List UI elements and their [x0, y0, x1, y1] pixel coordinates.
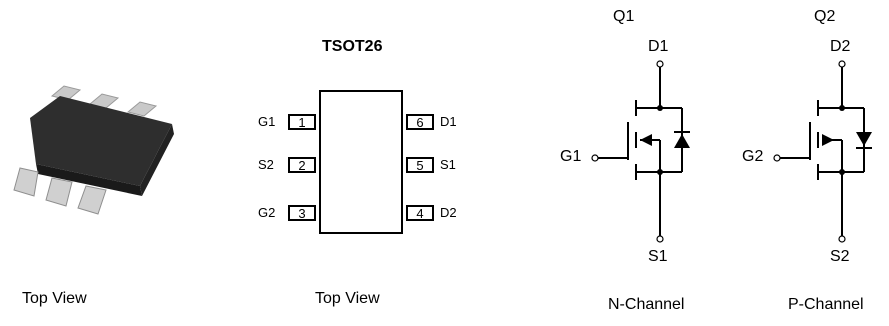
pinout-title: TSOT26: [322, 38, 383, 55]
q1-junction-bottom: [657, 169, 663, 175]
pin-box-2: 2: [288, 157, 316, 173]
pin-name-g2: G2: [258, 205, 276, 220]
q1-channel-caption: N-Channel: [608, 296, 685, 313]
q1-source-label: S1: [648, 248, 668, 265]
q2-drain-terminal: [838, 60, 846, 68]
q1-gate-terminal: [591, 154, 599, 162]
q2-drain-label: D2: [830, 38, 851, 55]
q2-gate-label: G2: [742, 148, 764, 165]
q1-label: Q1: [613, 8, 635, 25]
q2-pmos-symbol: [773, 60, 872, 243]
q1-source-terminal: [656, 235, 664, 243]
pin-name-s1: S1: [440, 157, 456, 172]
pin-box-4: 4: [406, 205, 434, 221]
q1-drain-terminal: [656, 60, 664, 68]
pinout-body: [319, 90, 403, 234]
pin-box-1: 1: [288, 114, 316, 130]
photo-caption: Top View: [22, 290, 87, 307]
q2-junction-bottom: [839, 169, 845, 175]
pin-name-g1: G1: [258, 114, 276, 129]
q2-gate-terminal: [773, 154, 781, 162]
pin-name-s2: S2: [258, 157, 274, 172]
q2-source-label: S2: [830, 248, 850, 265]
package-photo: [13, 85, 174, 215]
q2-channel-caption: P-Channel: [788, 296, 864, 313]
q2-junction-top: [839, 105, 845, 111]
q1-junction-top: [657, 105, 663, 111]
q2-arrow: [822, 134, 834, 146]
pin-box-3: 3: [288, 205, 316, 221]
pin-name-d1: D1: [440, 114, 457, 129]
q1-drain-label: D1: [648, 38, 669, 55]
q1-arrow: [640, 134, 652, 146]
pinout-caption: Top View: [315, 290, 380, 307]
pin-box-5: 5: [406, 157, 434, 173]
pin-box-6: 6: [406, 114, 434, 130]
q2-source-terminal: [838, 235, 846, 243]
q2-label: Q2: [814, 8, 836, 25]
pin-name-d2: D2: [440, 205, 457, 220]
q1-gate-label: G1: [560, 148, 582, 165]
q1-nmos-symbol: [591, 60, 690, 243]
